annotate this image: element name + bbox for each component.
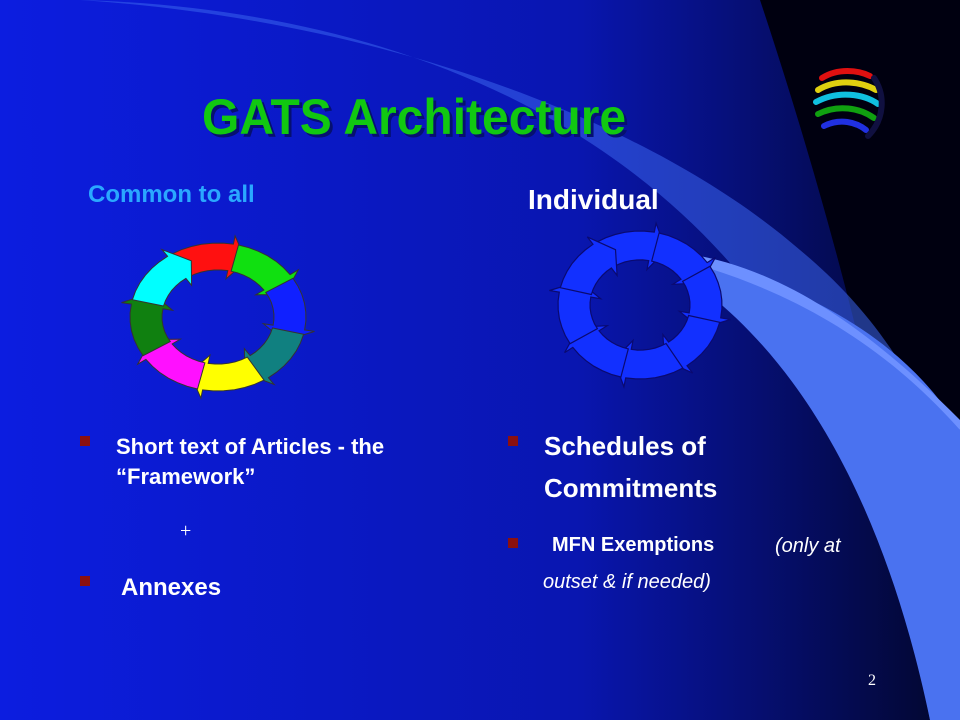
left-item-2: Annexes: [121, 574, 222, 601]
cycle-arrow-segment: [131, 248, 193, 307]
left-item-1-line2: “Framework”: [116, 464, 256, 489]
blue-cycle-arrows-icon: [549, 220, 731, 390]
slide-title: GATS Architecture: [202, 89, 627, 145]
multicolor-cycle-arrows-icon: [121, 234, 315, 400]
bullet-icon: [80, 436, 90, 446]
left-heading: Common to all: [88, 181, 255, 208]
bullet-icon: [80, 576, 90, 586]
right-item-2-italic-line2: outset & if needed): [543, 571, 711, 593]
page-number: 2: [868, 672, 876, 689]
bullet-icon: [508, 436, 518, 446]
cycle-arrow-segment: [559, 236, 618, 296]
right-item-2-italic-line1: (only at: [775, 535, 841, 557]
wto-logo-icon: [813, 68, 885, 139]
right-item-1-line2: Commitments: [544, 473, 718, 503]
right-item-1-line1: Schedules of: [544, 431, 706, 461]
right-heading: Individual: [528, 184, 659, 215]
right-item-2-bold: MFN Exemptions: [552, 534, 715, 556]
left-item-1-line1: Short text of Articles - the: [116, 434, 385, 459]
bullet-icon: [508, 538, 518, 548]
plus-sign: +: [180, 520, 192, 542]
